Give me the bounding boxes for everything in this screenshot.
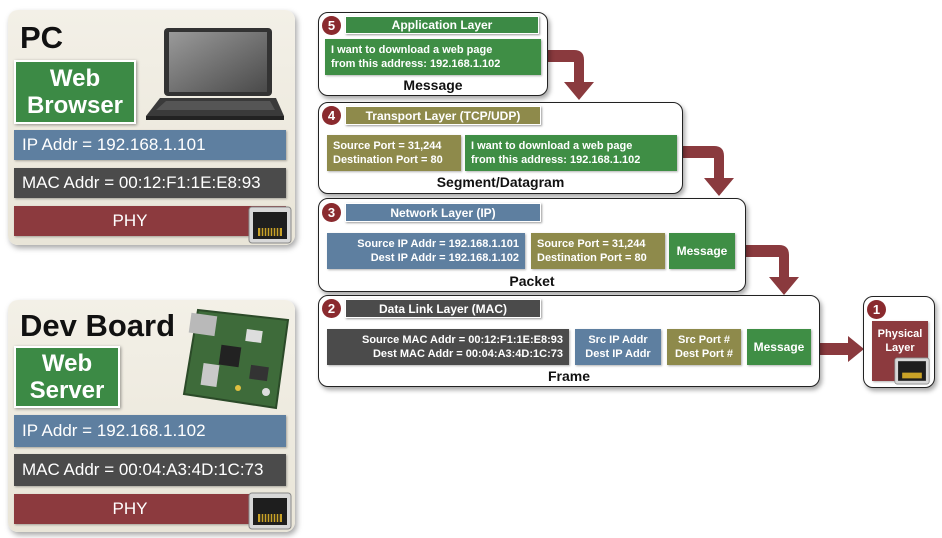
laptop-icon [146,28,284,120]
pc-phy-text: PHY [112,211,148,230]
pc-title: PC [20,20,64,55]
network-port-line2: Destination Port = 80 [537,252,647,264]
application-msg-line1: I want to download a web page [331,44,493,56]
transport-layer-header: Transport Layer (TCP/UDP) [345,106,541,125]
pc-ip-bar: IP Addr = 192.168.1.101 [14,130,286,160]
down-arrow-icon [745,245,799,295]
layer-number-3: 3 [322,203,341,222]
network-layer-box: 3 Network Layer (IP) Source IP Addr = 19… [318,198,746,292]
transport-msg-line1: I want to download a web page [471,140,633,152]
datalink-port-line2: Dest Port # [674,348,734,360]
board-ip-bar: IP Addr = 192.168.1.102 [14,415,286,447]
down-arrow-icon [540,50,594,100]
physical-line1: Physical [877,328,923,340]
board-phy-bar: PHY [14,494,286,524]
datalink-mac-line2: Dest MAC Addr = 00:04:A3:4D:1C:73 [372,348,563,360]
rj45-port-icon [894,357,930,385]
board-mac-text: MAC Addr = 00:04:A3:4D:1C:73 [22,460,264,479]
layer-number-4: 4 [322,106,341,125]
datalink-msg: Message [753,340,805,354]
dev-board-panel: Dev Board Web Server IP Addr = 192.168.1… [8,300,295,532]
pc-app-line1: Web [49,65,101,92]
pc-ip-text: IP Addr = 192.168.1.101 [22,135,206,154]
transport-port-line1: Source Port = 31,244 [333,140,442,152]
right-arrow-icon [818,336,864,362]
application-layer-header: Application Layer [345,16,539,34]
datalink-layer-name: Data Link Layer (MAC) [378,301,508,316]
application-layer-name: Application Layer [391,18,493,32]
datalink-port-line1: Src Port # [678,334,730,346]
pc-web-browser-box: Web Browser [14,60,136,124]
network-ip-line1: Source IP Addr = 192.168.1.101 [357,238,519,250]
network-layer-header: Network Layer (IP) [345,203,541,222]
datalink-caption: Frame [547,368,591,384]
network-message-box: Message [669,233,735,269]
board-ip-text: IP Addr = 192.168.1.102 [22,421,206,440]
board-app-line1: Web [41,350,93,377]
layer-number-2: 2 [322,299,341,318]
down-arrow-icon [680,146,734,196]
network-ip-line2: Dest IP Addr = 192.168.1.102 [370,252,519,264]
rj45-port-icon [248,206,292,244]
network-msg: Message [676,244,728,258]
datalink-mac-box: Source MAC Addr = 00:12:F1:1E:E8:93 Dest… [327,329,569,365]
application-caption: Message [403,77,463,93]
board-mac-bar: MAC Addr = 00:04:A3:4D:1C:73 [14,454,286,486]
transport-port-line2: Destination Port = 80 [333,154,443,166]
pc-mac-text: MAC Addr = 00:12:F1:1E:E8:93 [22,173,261,192]
transport-caption: Segment/Datagram [436,174,565,190]
physical-line2: Layer [885,342,915,354]
datalink-ip-line2: Dest IP Addr [585,348,651,360]
network-caption: Packet [509,273,555,289]
transport-port-box: Source Port = 31,244 Destination Port = … [327,135,461,171]
physical-layer-box: 1 Physical Layer [863,296,935,388]
transport-message-box: I want to download a web page from this … [465,135,677,171]
application-message-box: I want to download a web page from this … [325,39,541,75]
transport-layer-name: Transport Layer (TCP/UDP) [365,108,521,123]
pc-mac-bar: MAC Addr = 00:12:F1:1E:E8:93 [14,168,286,198]
application-layer-box: 5 Application Layer I want to download a… [318,12,548,96]
board-web-server-box: Web Server [14,346,120,408]
rj45-port-icon [248,492,292,530]
datalink-ip-line1: Src IP Addr [588,334,648,346]
datalink-layer-box: 2 Data Link Layer (MAC) Source MAC Addr … [318,295,820,387]
dev-board-title: Dev Board [20,308,176,343]
board-phy-text: PHY [112,499,148,518]
network-port-line1: Source Port = 31,244 [537,238,646,250]
network-port-box: Source Port = 31,244 Destination Port = … [531,233,665,269]
board-app-line2: Server [29,377,105,404]
network-ip-box: Source IP Addr = 192.168.1.101 Dest IP A… [327,233,525,269]
datalink-port-box: Src Port # Dest Port # [667,329,741,365]
pc-app-line2: Browser [26,92,124,119]
datalink-ip-box: Src IP Addr Dest IP Addr [575,329,661,365]
transport-layer-box: 4 Transport Layer (TCP/UDP) Source Port … [318,102,683,194]
datalink-message-box: Message [747,329,811,365]
application-msg-line2: from this address: 192.168.1.102 [331,58,501,70]
layer-number-1: 1 [867,300,886,319]
layer-number-5: 5 [322,16,341,35]
transport-msg-line2: from this address: 192.168.1.102 [471,154,641,166]
datalink-layer-header: Data Link Layer (MAC) [345,299,541,318]
dev-board-image [182,308,290,410]
datalink-mac-line1: Source MAC Addr = 00:12:F1:1E:E8:93 [361,334,563,346]
network-layer-name: Network Layer (IP) [390,205,496,220]
pc-panel: PC Web Browser IP Addr = 192.168.1.101 M… [8,10,295,245]
pc-phy-bar: PHY [14,206,286,236]
